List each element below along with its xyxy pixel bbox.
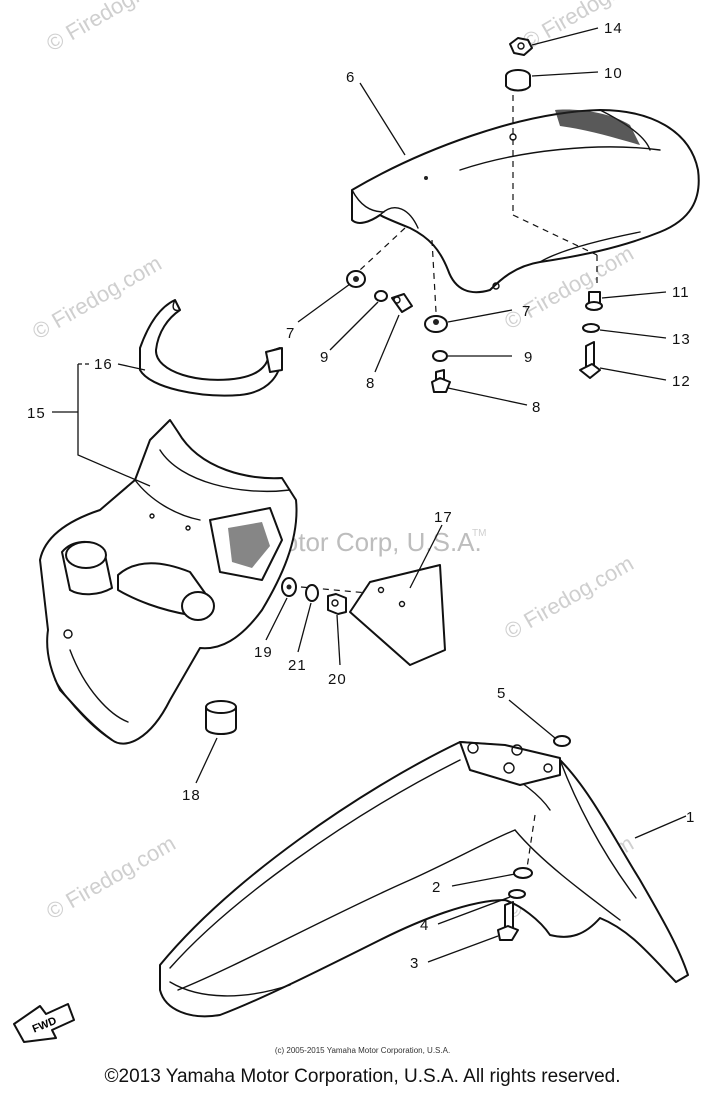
callout-17: 17 [434,509,453,526]
small-copyright: (c) 2005-2015 Yamaha Motor Corporation, … [274,1046,451,1055]
callout-4: 4 [420,917,429,934]
callout-7a: 7 [286,325,295,342]
callout-11: 11 [672,284,690,301]
callout-9a: 9 [320,349,329,366]
callout-12: 12 [672,373,691,390]
bracket-part-16 [139,299,283,397]
callout-2: 2 [432,879,441,896]
callout-1: 1 [686,809,695,826]
callout-8a: 8 [366,375,375,392]
leader-lines [52,27,687,963]
callout-15: 15 [27,405,46,422]
fwd-arrow-icon: FWD [13,1003,75,1043]
hardware-front [497,735,571,941]
watermark-firedog: © Firedog.com [42,830,180,924]
hardware-housing [281,577,347,615]
callout-14: 14 [604,20,623,37]
plate-part-17 [349,564,446,666]
callout-16: 16 [94,356,113,373]
callout-13: 13 [672,331,691,348]
callout-8b: 8 [532,399,541,416]
callout-5: 5 [497,685,506,702]
callout-20: 20 [328,671,347,688]
callout-21: 21 [288,657,307,674]
callout-7b: 7 [522,303,531,320]
front-fender-part-1 [159,741,689,1018]
watermark-firedog: © Firedog.com [518,0,656,54]
callout-6: 6 [346,69,355,86]
watermark-tm: TM [472,528,486,539]
grommet-part-18 [205,700,237,735]
hardware-rear [346,37,603,393]
watermark-firedog: © Firedog.com [42,0,180,56]
callout-18: 18 [182,787,201,804]
callout-3: 3 [410,955,419,972]
callout-labels: 1 2 3 4 5 6 7 7 8 8 9 9 10 11 12 13 14 1… [27,20,695,972]
rear-fender-part-6 [351,95,700,313]
callout-10: 10 [604,65,623,82]
watermark-firedog: © Firedog.com [28,250,166,344]
callout-19: 19 [254,644,273,661]
watermark-firedog: © Firedog.com [500,550,638,644]
housing-part-15 [39,419,391,745]
copyright-footer: ©2013 Yamaha Motor Corporation, U.S.A. A… [104,1066,621,1087]
callout-9b: 9 [524,349,533,366]
